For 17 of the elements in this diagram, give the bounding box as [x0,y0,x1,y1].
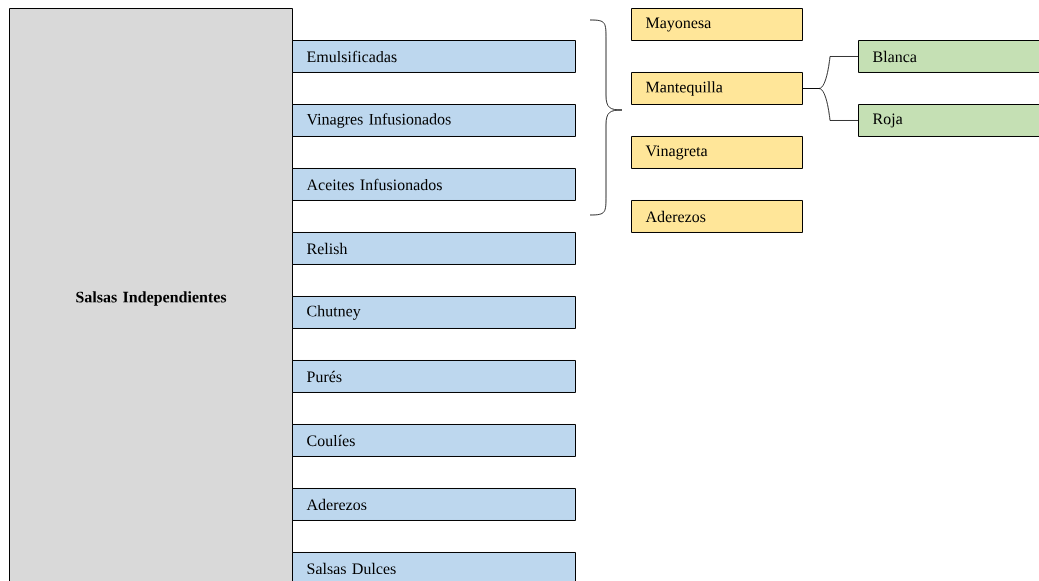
sub-type-box: Mayonesa [631,8,803,41]
sub-type-box: Mantequilla [631,72,803,105]
sauce-type-box: Coulíes [292,424,576,457]
sauce-type-box: Vinagres Infusionados [292,104,576,137]
category-box: Salsas Independientes [9,8,293,581]
sauce-type-box: Aceites Infusionados [292,168,576,201]
variant-box: Roja [858,104,1039,137]
sauce-type-box: Emulsificadas [292,40,576,73]
sub-type-box: Vinagreta [631,136,803,169]
sauce-type-box: Purés [292,360,576,393]
variant-box: Blanca [858,40,1039,73]
sauce-type-box: Salsas Dulces [292,552,576,581]
brace-connector [802,88,859,121]
sauce-type-box: Aderezos [292,488,576,521]
sauce-type-box: Chutney [292,296,576,329]
sub-type-box: Aderezos [631,200,803,233]
sauce-type-box: Relish [292,232,576,265]
